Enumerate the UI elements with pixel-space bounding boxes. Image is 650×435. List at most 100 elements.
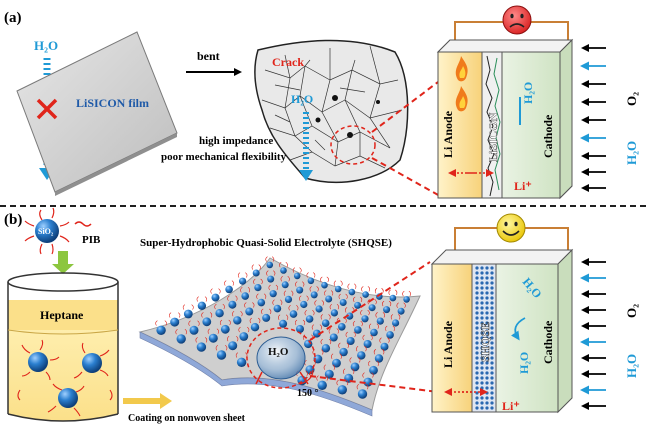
membrane-particle xyxy=(296,286,304,294)
electrolyte-particle xyxy=(485,401,489,405)
pib-chain xyxy=(207,328,219,334)
membrane-particle xyxy=(307,277,315,285)
pib-chain xyxy=(331,353,342,359)
electrolyte-particle xyxy=(480,371,484,375)
membrane-particle xyxy=(334,285,342,293)
electrolyte-particle xyxy=(475,276,479,280)
membrane-particle xyxy=(228,300,237,309)
pib-chain xyxy=(356,345,367,352)
contact-angle-label: 150 ° xyxy=(297,388,319,399)
membrane-particle xyxy=(346,337,355,345)
pib-chain xyxy=(266,270,276,276)
electrolyte-particle xyxy=(490,296,494,300)
electrolyte-particle xyxy=(490,401,494,405)
electrolyte-particle xyxy=(480,331,484,335)
electrolyte-particle xyxy=(490,286,494,290)
water-label-a: H₂O xyxy=(34,38,58,53)
electrolyte-particle xyxy=(480,381,484,385)
electrolyte-particle xyxy=(485,391,489,395)
side-water-label-a: H₂O xyxy=(624,141,639,165)
electrolyte-particle xyxy=(475,331,479,335)
membrane-particle xyxy=(332,358,341,368)
pib-chain xyxy=(343,368,355,374)
electrolyte-particle xyxy=(475,301,479,305)
electrolyte-particle xyxy=(485,266,489,270)
happy-face-icon xyxy=(496,213,526,243)
pib-chain xyxy=(328,328,339,334)
electrolyte-particle xyxy=(480,396,484,400)
electrolyte-particle xyxy=(490,316,494,320)
membrane-particle xyxy=(293,272,301,280)
membrane-particle xyxy=(339,347,348,357)
pib-chain xyxy=(345,331,356,338)
pib-chain xyxy=(369,323,379,329)
electrolyte-particle xyxy=(485,321,489,325)
membrane-particle xyxy=(397,307,405,315)
membrane-particle xyxy=(321,344,331,353)
sad-face-icon xyxy=(502,5,532,35)
pib-chain xyxy=(299,295,309,301)
membrane-particle xyxy=(266,261,274,269)
membrane-particle xyxy=(305,315,314,323)
side-water-label-b: H₂O xyxy=(624,354,639,378)
pib-chain xyxy=(382,300,392,307)
pib-chain xyxy=(288,305,299,311)
electrolyte-particle xyxy=(490,366,494,370)
shqse-title: Super-Hydrophobic Quasi-Solid Electrolyt… xyxy=(140,237,392,249)
electrolyte-particle xyxy=(475,366,479,370)
electrolyte-particle xyxy=(485,306,489,310)
electrolyte-particle xyxy=(490,351,494,355)
droplet-label: H₂O xyxy=(268,346,289,358)
electrolyte-particle xyxy=(480,336,484,340)
membrane-particle xyxy=(354,301,362,309)
beaker xyxy=(7,272,119,422)
membrane-particle xyxy=(208,333,218,343)
pib-chain xyxy=(375,312,385,318)
electrolyte-particle xyxy=(480,286,484,290)
membrane-particle xyxy=(176,334,186,344)
beaker-particles xyxy=(17,339,113,417)
pib-chain xyxy=(362,334,373,341)
pib-chain xyxy=(244,302,255,308)
electrolyte-particle xyxy=(485,371,489,375)
electrolyte-particle xyxy=(480,401,484,405)
pib-chain xyxy=(265,256,275,262)
electrolyte-particle xyxy=(485,291,489,295)
crack-label: Crack xyxy=(272,55,304,69)
membrane-particle xyxy=(357,389,368,399)
pib-chain xyxy=(338,342,349,349)
electrolyte-particle xyxy=(480,406,484,410)
electrolyte-particle xyxy=(480,341,484,345)
electrolyte-particle xyxy=(480,281,484,285)
membrane-particle xyxy=(403,296,410,303)
pib-chain xyxy=(249,317,261,324)
coating-arrow xyxy=(123,393,172,409)
membrane-particle xyxy=(279,319,288,328)
membrane-particle xyxy=(324,369,334,379)
electrolyte-particle xyxy=(475,306,479,310)
membrane-particle xyxy=(305,365,315,375)
membrane-particle xyxy=(280,267,287,274)
anode-b xyxy=(431,263,473,413)
membrane-particle xyxy=(267,275,275,283)
membrane-particle xyxy=(389,294,397,302)
pib-chain xyxy=(272,299,283,305)
electrolyte-particle xyxy=(485,366,489,370)
electrolyte-particle xyxy=(490,266,494,270)
pib-chain xyxy=(379,337,390,343)
pib-chain xyxy=(336,379,349,386)
electrolyte-particle xyxy=(480,301,484,305)
membrane-particle xyxy=(321,319,330,328)
electrolyte-particle xyxy=(480,306,484,310)
cell-water-label-a: H₂O xyxy=(521,82,535,104)
pib-chain xyxy=(320,314,331,320)
electrolyte-particle xyxy=(490,311,494,315)
electrolyte-particle xyxy=(485,311,489,315)
membrane-particle xyxy=(269,290,277,298)
pib-chain xyxy=(367,298,377,305)
electrolyte-particle xyxy=(490,346,494,350)
pib-chain xyxy=(385,325,395,332)
membrane-particle xyxy=(196,342,207,352)
electrolyte-particle xyxy=(485,361,489,365)
